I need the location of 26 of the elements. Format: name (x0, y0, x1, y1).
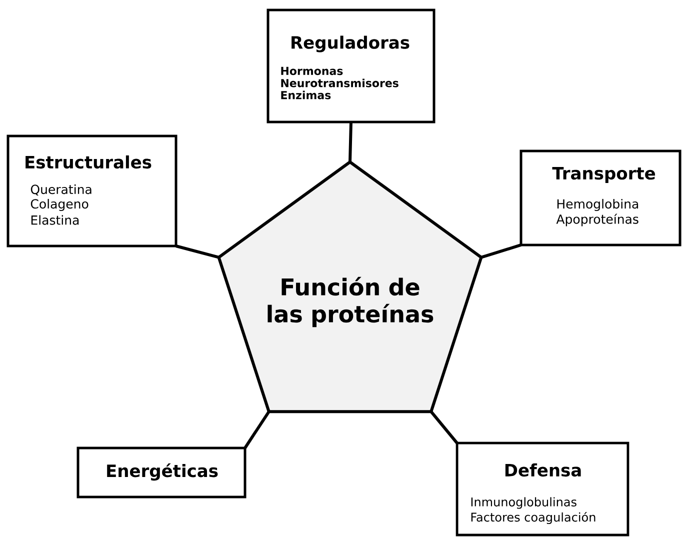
box-heading: Defensa (505, 463, 581, 477)
connector-line (480, 244, 522, 259)
connector-line (244, 410, 270, 449)
list-item: Inmunoglobulinas (471, 497, 576, 509)
list-item: Elastina (31, 215, 79, 225)
list-item: Enzimas (281, 90, 331, 100)
list-item: Apoproteínas (556, 214, 638, 226)
box-heading: Energéticas (107, 463, 218, 481)
box-heading: Estructurales (26, 155, 152, 169)
connector-line (430, 410, 458, 444)
list-item: Colageno (30, 198, 88, 212)
list-item: Queratina (30, 184, 92, 196)
box-heading: Transporte (552, 167, 656, 183)
connector-line (348, 122, 352, 162)
category-box (266, 8, 436, 124)
category-box (76, 446, 246, 498)
category-box (520, 150, 682, 246)
connector-line (176, 244, 220, 259)
list-item: Factores coagulación (471, 512, 596, 524)
category-box (456, 442, 630, 536)
list-item: Hormonas (281, 66, 343, 76)
box-heading: Reguladoras (292, 36, 410, 52)
center-title: Función de las proteínas (268, 276, 434, 328)
list-item: Hemoglobina (557, 198, 638, 212)
category-box (6, 134, 178, 248)
list-item: Neurotransmisores (281, 78, 398, 88)
